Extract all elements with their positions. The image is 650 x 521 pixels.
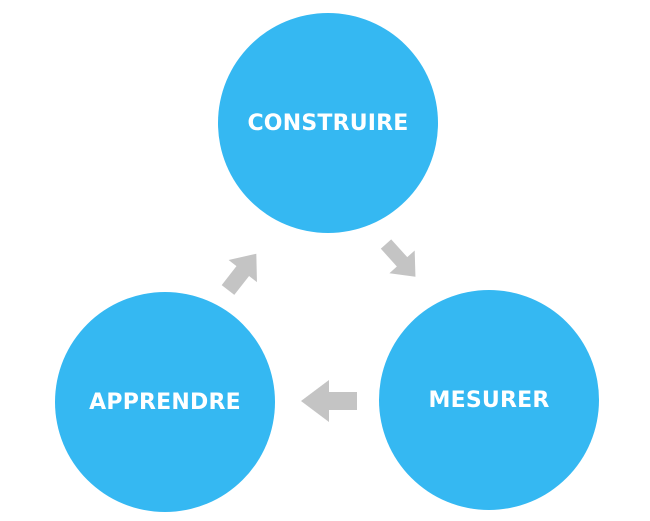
node-construire: CONSTRUIRE (218, 13, 438, 233)
arrow-build-to-measure (380, 239, 416, 277)
node-mesurer-label: MESURER (428, 387, 550, 413)
arrow-learn-to-build (221, 253, 257, 295)
arrow-measure-to-learn (301, 380, 357, 422)
node-apprendre-label: APPRENDRE (89, 389, 241, 415)
node-mesurer: MESURER (379, 290, 599, 510)
node-construire-label: CONSTRUIRE (247, 110, 409, 136)
node-apprendre: APPRENDRE (55, 292, 275, 512)
